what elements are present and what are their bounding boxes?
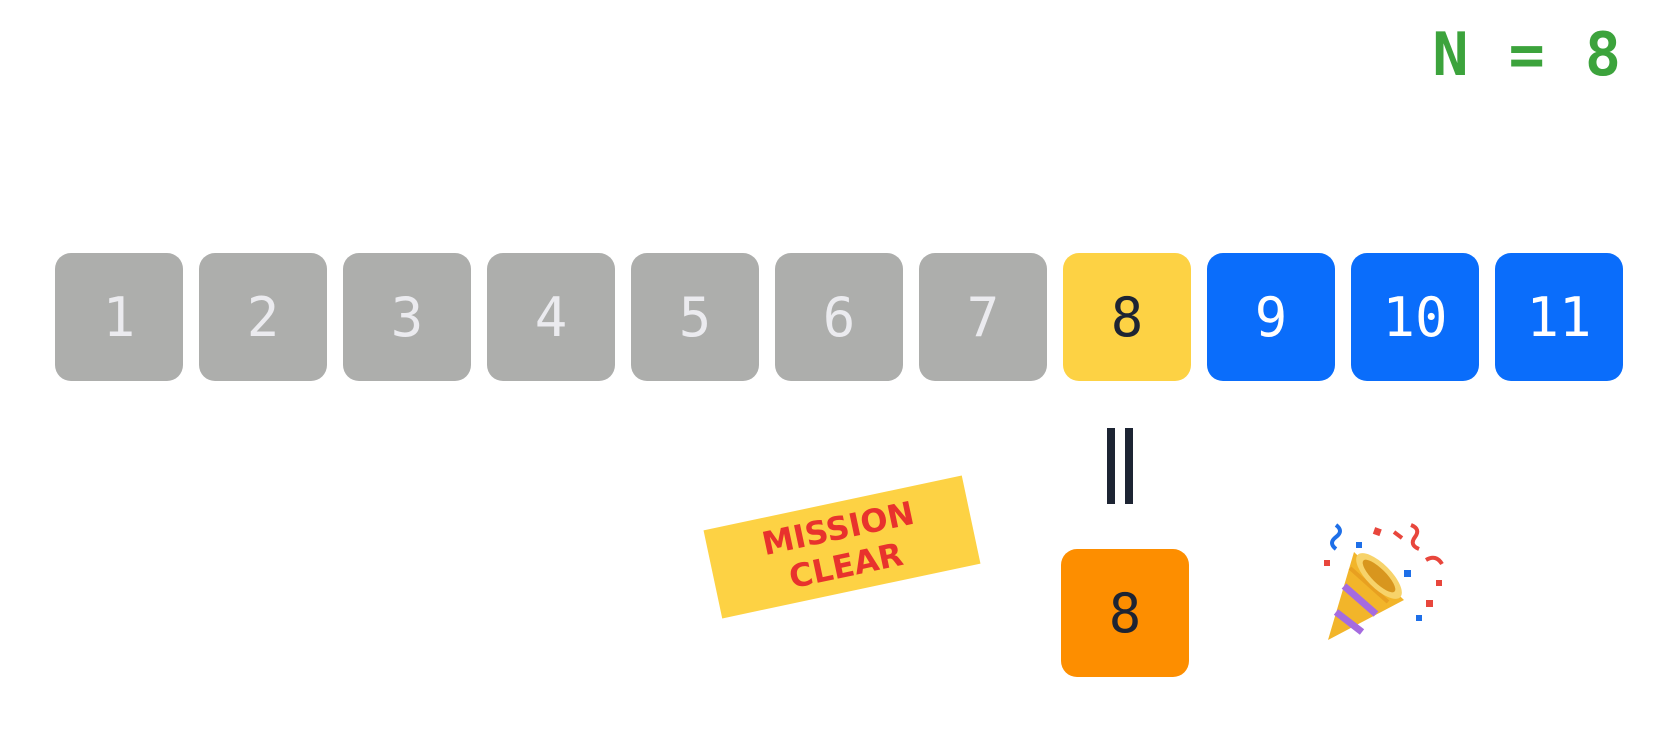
tile-6: 6 [775, 253, 903, 381]
party-popper-icon [1324, 523, 1444, 640]
tile-2: 2 [199, 253, 327, 381]
result-tile: 8 [1061, 549, 1189, 677]
equals-sign-icon [1105, 428, 1137, 504]
tile-3: 3 [343, 253, 471, 381]
mission-clear-stamp: MISSION CLEAR [703, 475, 981, 619]
tile-7: 7 [919, 253, 1047, 381]
n-label: N = 8 [1432, 20, 1623, 90]
tile-1: 1 [55, 253, 183, 381]
tile-8-highlighted: 8 [1063, 253, 1191, 381]
tile-5: 5 [631, 253, 759, 381]
tile-10: 10 [1351, 253, 1479, 381]
tile-4: 4 [487, 253, 615, 381]
tile-9: 9 [1207, 253, 1335, 381]
sequence-tiles: 1 2 3 4 5 6 7 8 9 10 11 [55, 253, 1623, 381]
tile-11: 11 [1495, 253, 1623, 381]
